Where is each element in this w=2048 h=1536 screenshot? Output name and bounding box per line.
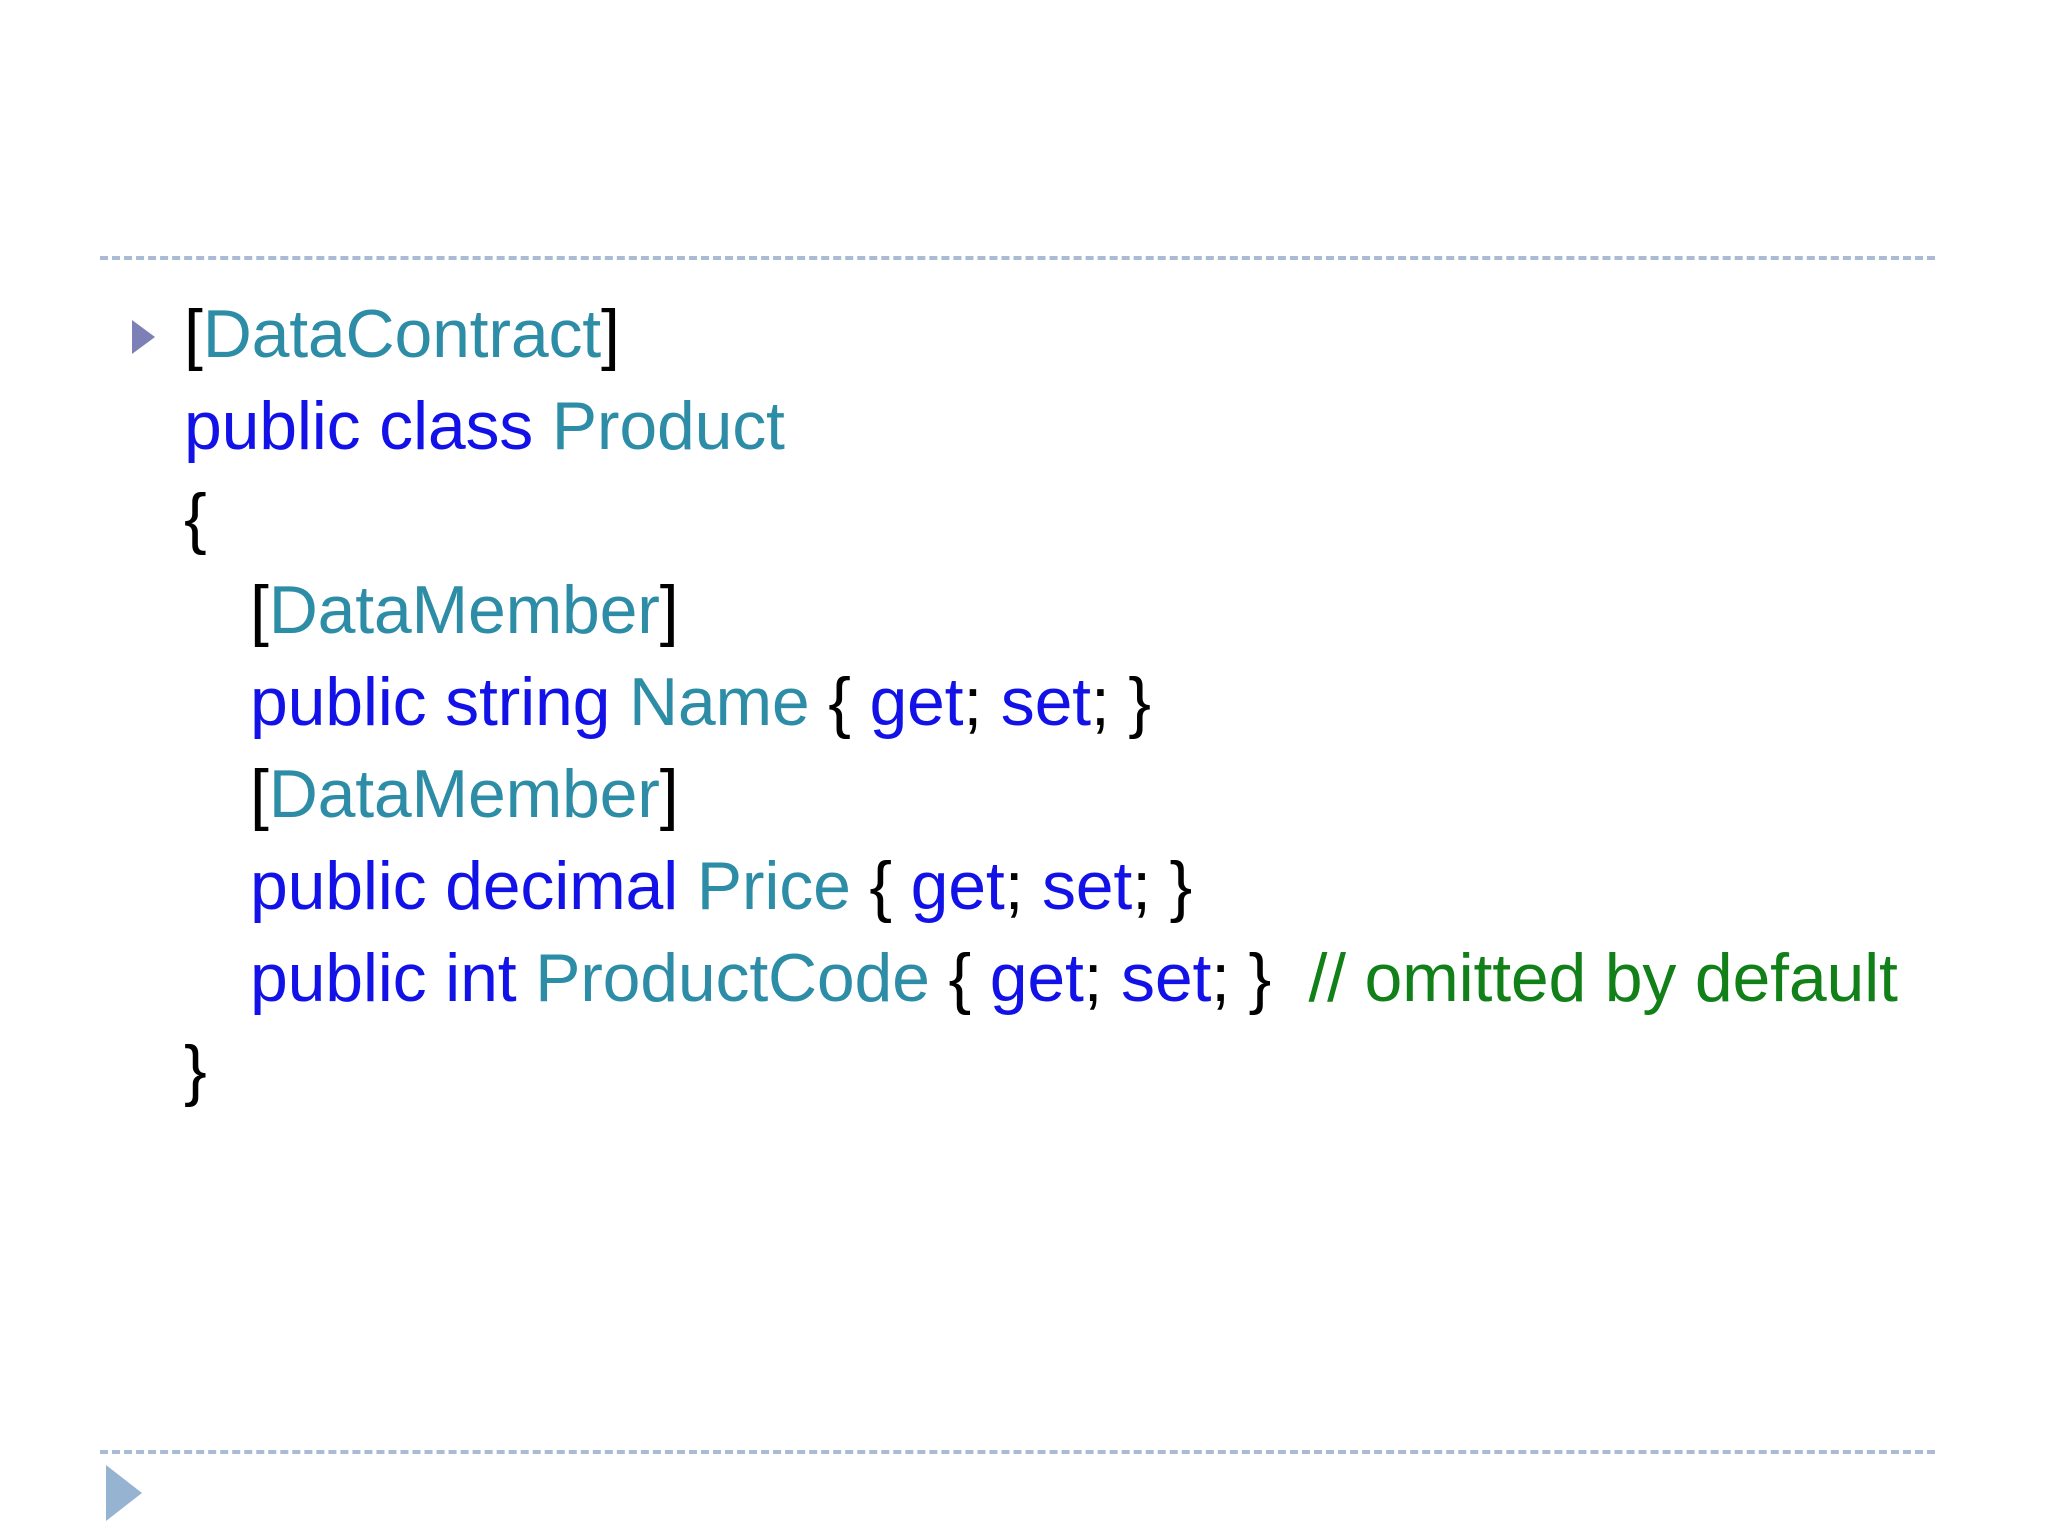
code-token-type: DataContract [202, 296, 601, 372]
code-token-punct: { [809, 664, 870, 740]
code-token-keyword: get [869, 664, 964, 740]
code-token-keyword: set [1121, 940, 1212, 1016]
code-token-punct: ] [659, 756, 679, 832]
code-token-keyword: get [989, 940, 1084, 1016]
code-token-punct: [ [250, 756, 269, 832]
code-token-keyword: public class [184, 388, 552, 464]
code-token-punct: { [929, 940, 990, 1016]
code-token-type: Product [551, 388, 785, 464]
code-token-keyword: public string [250, 664, 629, 740]
code-token-keyword: get [910, 848, 1005, 924]
line-class-decl: public class Product [128, 380, 1958, 472]
code-token-punct: ; } [1132, 848, 1192, 924]
code-token-punct: ; [1004, 848, 1042, 924]
code-token-type: DataMember [268, 756, 660, 832]
divider-bottom [100, 1450, 1935, 1454]
code-token-type: Price [696, 848, 851, 924]
code-token-punct: ; [1083, 940, 1122, 1016]
code-token-type: Name [628, 664, 810, 740]
code-token-punct: [ [250, 572, 269, 648]
code-token-punct: ; } [1090, 664, 1151, 740]
line-datamember-2: [DataMember] [128, 748, 1958, 840]
line-prop-productcode: public int ProductCode { get; set; } // … [128, 932, 1958, 1024]
divider-top [100, 256, 1935, 260]
code-token-keyword: set [1041, 848, 1133, 924]
code-token-punct: ; } [1211, 940, 1272, 1016]
line-datacontract: [DataContract] [128, 288, 1958, 380]
nav-next-triangle-icon[interactable] [106, 1465, 142, 1521]
code-token-punct: ; [963, 664, 1001, 740]
code-token-type: DataMember [268, 572, 660, 648]
code-token-punct: { [184, 480, 207, 556]
line-open-brace: { [128, 472, 1958, 564]
code-content-block: [DataContract]public class Product{[Data… [128, 288, 1958, 1116]
code-token-punct: { [850, 848, 911, 924]
line-prop-price: public decimal Price { get; set; } [128, 840, 1958, 932]
line-datamember-1: [DataMember] [128, 564, 1958, 656]
line-close-brace: } [128, 1024, 1958, 1116]
code-token-punct: [ [184, 296, 203, 372]
code-token-keyword: set [1000, 664, 1091, 740]
code-token-keyword: public int [250, 940, 536, 1016]
code-token-keyword: public decimal [250, 848, 697, 924]
line-prop-name: public string Name { get; set; } [128, 656, 1958, 748]
bullet-triangle-icon [132, 320, 155, 354]
code-token-punct: ] [600, 296, 620, 372]
code-token-punct: ] [659, 572, 679, 648]
code-token-type: ProductCode [535, 940, 930, 1016]
code-token-comment: // omitted by default [1271, 940, 1898, 1016]
code-token-punct: } [184, 1032, 207, 1108]
